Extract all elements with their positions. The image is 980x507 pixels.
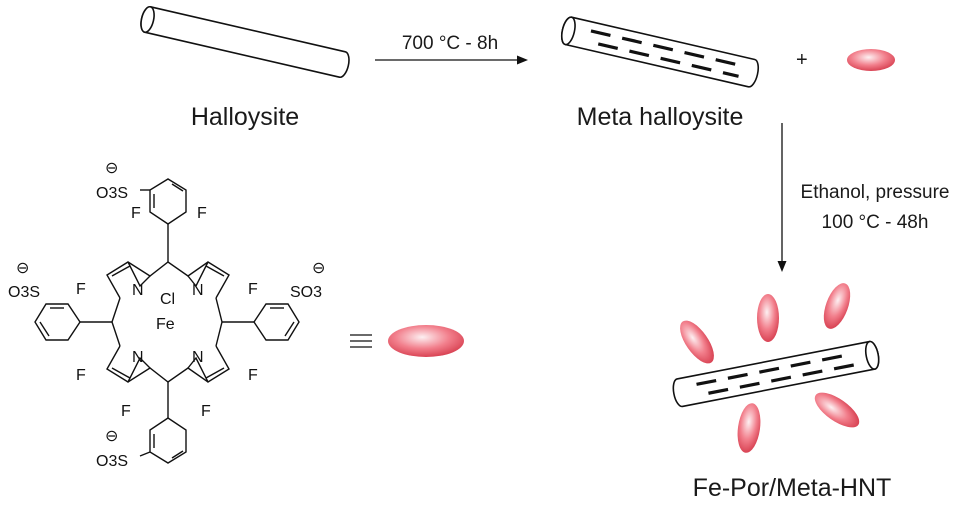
fe-porphyrin-structure: [34, 178, 372, 464]
porphyrin-ellipse: [757, 294, 779, 342]
reaction-arrow-loading: [777, 123, 787, 272]
meta-halloysite-tube: [672, 340, 880, 408]
loading-conditions-line1: Ethanol, pressure: [800, 182, 950, 203]
porphyrin-ellipse: [680, 320, 714, 364]
sulfonate-group: O3S: [96, 185, 128, 202]
fluorine-atom: F: [201, 403, 211, 420]
calcination-conditions: 700 °C - 8h: [401, 33, 499, 54]
fluorine-atom: F: [248, 281, 258, 298]
porphyrin-ellipse: [823, 283, 851, 329]
nitrogen-atom: N: [132, 282, 144, 299]
fluorine-atom: F: [76, 367, 86, 384]
halloysite-tube: [140, 5, 350, 78]
plus-sign: +: [796, 49, 808, 71]
fluorine-atom: F: [121, 403, 131, 420]
chloride-ligand: Cl: [160, 291, 175, 308]
fluorine-atom: F: [197, 205, 207, 222]
nitrogen-atom: N: [132, 349, 144, 366]
porphyrin-ellipse: [388, 325, 464, 357]
fluorine-atom: F: [76, 281, 86, 298]
porphyrin-ellipse: [737, 403, 761, 453]
meta-halloysite-tube: [560, 16, 760, 88]
product-assembly: [672, 283, 880, 453]
fluorine-atom: F: [131, 205, 141, 222]
nitrogen-atom: N: [192, 282, 204, 299]
atom-labels: N N N N Cl Fe F F F F F F F F O3S ⊖ O3S …: [8, 160, 325, 470]
charge-symbol: ⊖: [105, 428, 118, 445]
fluorine-atom: F: [248, 367, 258, 384]
loading-conditions-line2: 100 °C - 48h: [821, 212, 929, 233]
charge-symbol: ⊖: [105, 160, 118, 177]
charge-symbol: ⊖: [16, 260, 29, 277]
sulfonate-group: SO3: [290, 284, 322, 301]
charge-symbol: ⊖: [312, 260, 325, 277]
product-label: Fe-Por/Meta-HNT: [692, 474, 892, 502]
halloysite-label: Halloysite: [190, 103, 300, 131]
nitrogen-atom: N: [192, 349, 204, 366]
porphyrin-ellipse: [847, 49, 895, 71]
sulfonate-group: O3S: [96, 453, 128, 470]
reaction-arrow-calcination: [375, 55, 528, 65]
porphyrin-ellipse: [814, 392, 860, 428]
meta-halloysite-label: Meta halloysite: [576, 103, 744, 131]
iron-center: Fe: [156, 316, 175, 333]
sulfonate-group: O3S: [8, 284, 40, 301]
